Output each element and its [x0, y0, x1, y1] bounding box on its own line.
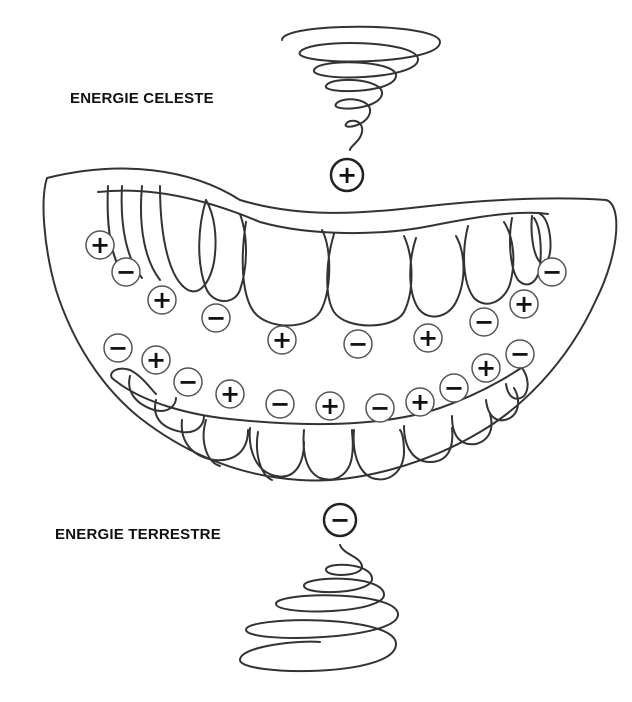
- lower-charge-row: −+−+−+−+−+−: [103, 333, 535, 423]
- upper-charge-symbol-7: +: [418, 324, 438, 352]
- lower-charge-6: +: [315, 391, 345, 421]
- lower-charge-symbol-6: +: [320, 392, 340, 420]
- upper-charge-symbol-6: −: [348, 330, 368, 358]
- upper-charge-1: +: [85, 230, 115, 260]
- upper-charge-6: −: [343, 329, 373, 359]
- lower-charge-10: +: [471, 353, 501, 383]
- upper-gum-line: [97, 189, 549, 235]
- upper-charge-symbol-2: −: [116, 258, 136, 286]
- lower-charge-2: +: [141, 345, 171, 375]
- lower-charge-symbol-4: +: [220, 380, 240, 408]
- upper-charge-symbol-1: +: [90, 231, 110, 259]
- upper-charge-symbol-9: +: [514, 290, 534, 318]
- lower-charge-3: −: [173, 367, 203, 397]
- upper-charge-symbol-8: −: [474, 308, 494, 336]
- lower-charge-7: −: [365, 393, 395, 423]
- upper-charge-5: +: [267, 325, 297, 355]
- upper-charge-symbol-5: +: [272, 326, 292, 354]
- bottom-minus-node: −: [322, 502, 358, 538]
- lower-charge-symbol-5: −: [270, 390, 290, 418]
- lower-charge-symbol-2: +: [146, 346, 166, 374]
- top-plus-node: +: [329, 157, 365, 193]
- lower-charge-symbol-1: −: [108, 334, 128, 362]
- lower-charge-symbol-9: −: [444, 374, 464, 402]
- lower-charge-symbol-8: +: [410, 388, 430, 416]
- upper-charge-7: +: [413, 323, 443, 353]
- top-spiral: [281, 25, 441, 151]
- lower-charge-1: −: [103, 333, 133, 363]
- lower-charge-11: −: [505, 339, 535, 369]
- lower-charge-symbol-11: −: [510, 340, 530, 368]
- upper-charge-10: −: [537, 257, 567, 287]
- lower-charge-8: +: [405, 387, 435, 417]
- top-plus-symbol: +: [337, 161, 357, 189]
- upper-charge-4: −: [201, 303, 231, 333]
- bottom-minus-symbol: −: [330, 506, 350, 534]
- mouth-outline: [42, 167, 618, 482]
- lower-teeth: [110, 367, 529, 481]
- lower-charge-4: +: [215, 379, 245, 409]
- bottom-spiral: [239, 544, 400, 673]
- upper-charge-3: +: [147, 285, 177, 315]
- upper-charge-symbol-4: −: [206, 304, 226, 332]
- lower-charge-9: −: [439, 373, 469, 403]
- lower-charge-symbol-10: +: [476, 354, 496, 382]
- upper-charge-symbol-10: −: [542, 258, 562, 286]
- celestial-energy-label: ENERGIE CELESTE: [70, 90, 214, 107]
- lower-charge-symbol-7: −: [370, 394, 390, 422]
- upper-charge-8: −: [469, 307, 499, 337]
- terrestrial-energy-label: ENERGIE TERRESTRE: [55, 526, 221, 543]
- upper-charge-symbol-3: +: [152, 286, 172, 314]
- lower-charge-5: −: [265, 389, 295, 419]
- upper-charge-2: −: [111, 257, 141, 287]
- upper-charge-row: +−+−+−+−+−: [85, 230, 567, 359]
- upper-charge-9: +: [509, 289, 539, 319]
- lower-charge-symbol-3: −: [178, 368, 198, 396]
